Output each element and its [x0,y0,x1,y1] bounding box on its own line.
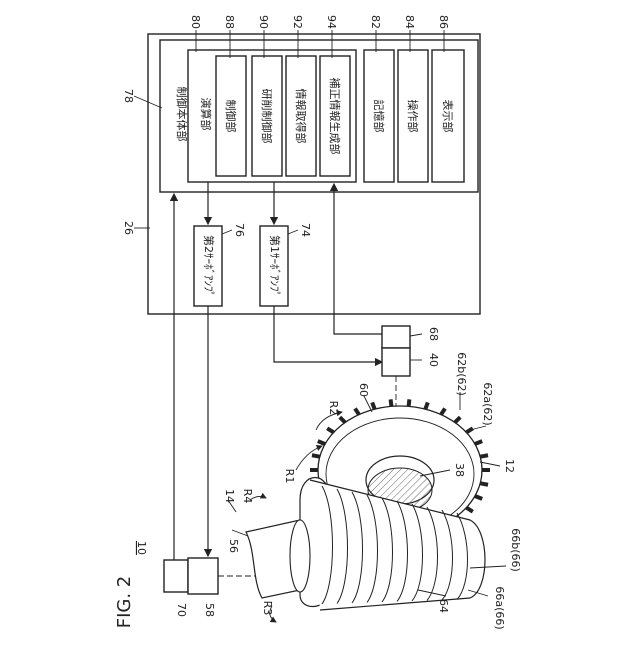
gear-tooth [480,455,488,456]
gear-tooth [441,409,445,415]
ref-78: 78 [122,89,135,103]
ref-68: 68 [427,327,440,341]
ref-66a: 66a(66) [493,586,506,629]
ref-38: 38 [453,463,466,477]
gear-tooth [475,496,482,499]
ref-88: 88 [223,15,236,29]
ref-12: 12 [503,459,516,473]
ref-40: 40 [427,353,440,367]
storage-label: 記憶部 [372,100,386,133]
gear-tooth [409,399,410,406]
ref-62b: 62b(62) [455,352,468,396]
gear-tooth [312,455,320,456]
ref-58: 58 [203,603,216,617]
encoder-68-box [382,326,410,348]
ref-74: 74 [299,223,312,237]
operation-label: 操作部 [406,100,420,133]
gear-tooth [480,483,488,484]
ref-10: 10 [135,541,148,555]
main-body-label: 制御本体部 [175,87,189,142]
ref-86: 86 [437,15,450,29]
ref-64: 64 [437,599,450,613]
ref-R3: R3 [261,601,274,616]
ref-76: 76 [233,223,246,237]
grinding-control-label: 研削制御部 [260,89,274,144]
ref-26: 26 [122,221,135,235]
gear-tooth [425,402,427,409]
gear-tooth [327,428,333,432]
ref-R2: R2 [327,401,340,416]
info-acquisition-label: 情報取得部 [294,89,308,144]
ref-94: 94 [325,15,338,29]
arithmetic-label: 演算部 [199,98,213,131]
ref-80: 80 [189,15,202,29]
ref-70: 70 [175,603,188,617]
ref-60: 60 [357,383,370,397]
servo-amp-1-label: 第1ｻｰﾎﾞｱﾝﾌﾟ [268,235,282,297]
control-label: 制御部 [224,100,238,133]
gear-tooth [318,441,325,444]
correction-info-label: 補正情報生成部 [328,78,342,155]
gear-tooth [340,417,345,422]
display-label: 表示部 [441,100,455,133]
gear-tooth [466,428,472,432]
ref-56: 56 [227,539,240,553]
ref-90: 90 [257,15,270,29]
gear-tooth [466,508,472,512]
worm-shaft [246,520,310,598]
ref-84: 84 [403,15,416,29]
servo-amp-2-label: 第2ｻｰﾎﾞｱﾝﾌﾟ [202,235,216,297]
encoder-70-box [164,560,188,592]
ref-82: 82 [369,15,382,29]
gear-tooth [455,417,460,422]
gear-tooth [372,402,374,409]
ref-62a: 62a(62) [481,382,494,425]
ref-14: 14 [223,489,236,503]
motor-40-box [382,348,410,376]
ref-R4: R4 [241,489,254,504]
gear-tooth [391,399,392,406]
gear-tooth [475,441,482,444]
figure-label: FIG. 2 [114,576,135,629]
motor-58-box [188,558,218,594]
ref-92: 92 [291,15,304,29]
gear-tooth [355,409,359,415]
ref-66b: 66b(66) [509,528,522,572]
ref-R1: R1 [283,469,296,484]
